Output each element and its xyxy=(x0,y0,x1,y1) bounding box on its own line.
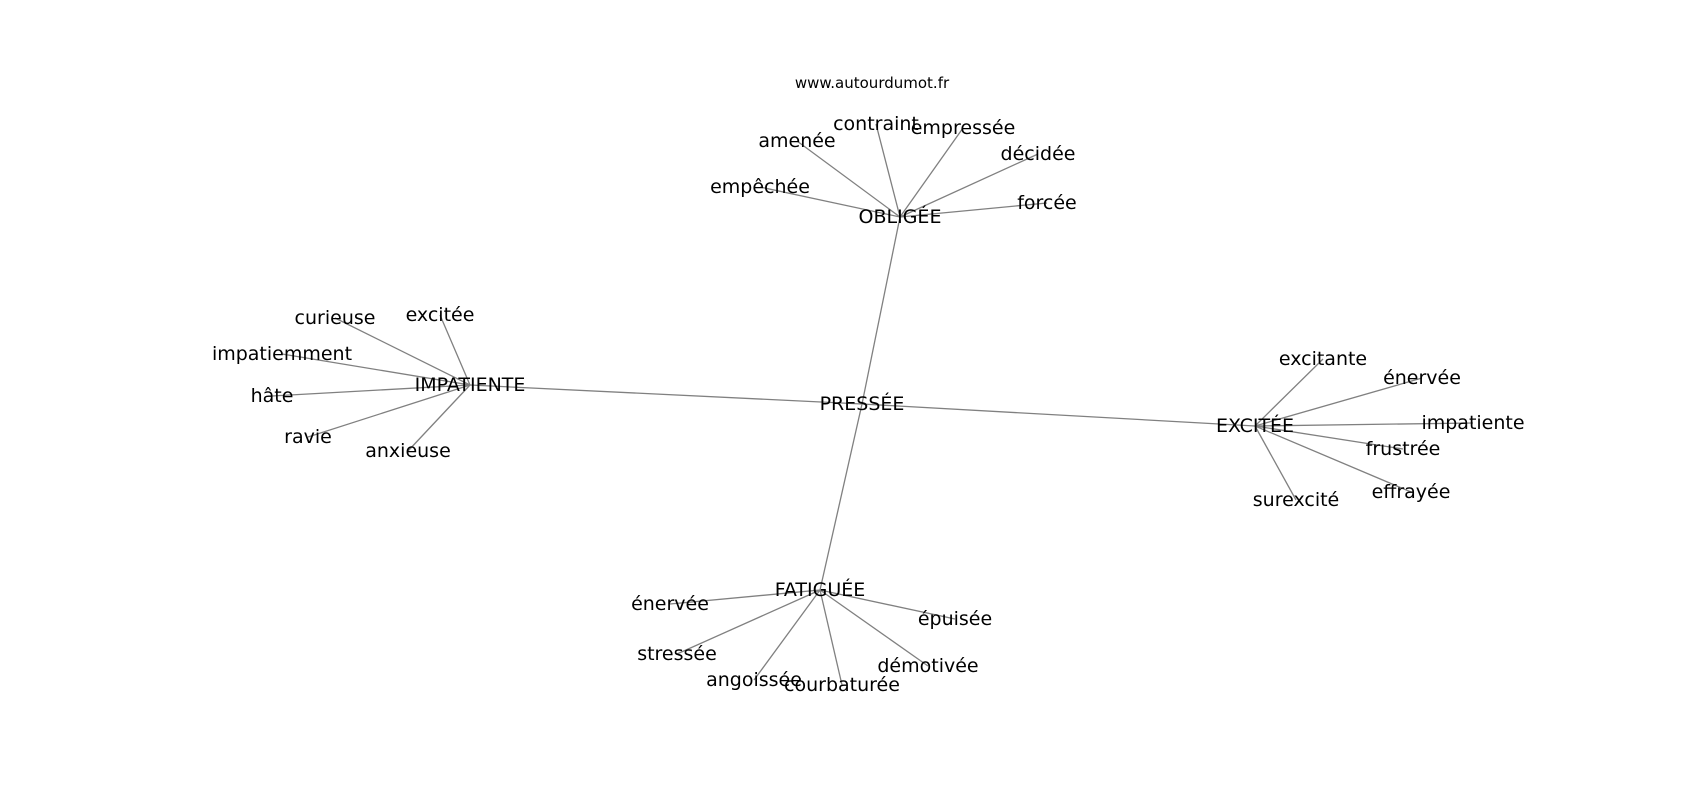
edge-fatiguee-leaf-3 xyxy=(819,589,929,667)
edge-center-impatiente xyxy=(469,384,863,405)
edge-center-fatiguee xyxy=(819,403,863,591)
leaf-node-obligee-3[interactable]: décidée xyxy=(1001,143,1076,165)
leaf-node-impatiente-0[interactable]: curieuse xyxy=(295,307,376,329)
edge-excitee-leaf-2 xyxy=(1254,422,1474,427)
leaf-node-fatiguee-0[interactable]: énervée xyxy=(631,593,709,615)
leaf-node-impatiente-2[interactable]: impatiemment xyxy=(212,343,352,365)
edges-layer xyxy=(271,123,1474,686)
leaf-node-fatiguee-4[interactable]: angoissée xyxy=(706,669,802,691)
leaf-node-obligee-5[interactable]: forcée xyxy=(1017,192,1077,214)
edge-obligee-leaf-5 xyxy=(899,202,1048,218)
edge-obligee-leaf-3 xyxy=(899,153,1039,218)
leaf-node-impatiente-4[interactable]: ravie xyxy=(284,426,332,448)
leaf-node-excitee-4[interactable]: effrayée xyxy=(1372,481,1451,503)
leaf-node-impatiente-3[interactable]: hâte xyxy=(251,385,294,407)
leaf-node-excitee-2[interactable]: impatiente xyxy=(1421,412,1524,434)
site-watermark[interactable]: www.autourdumot.fr xyxy=(795,74,950,92)
leaf-node-fatiguee-5[interactable]: courbaturée xyxy=(784,674,900,696)
edge-excitee-leaf-0 xyxy=(1254,358,1324,427)
leaf-node-excitee-1[interactable]: énervée xyxy=(1383,367,1461,389)
leaf-node-obligee-4[interactable]: empêchée xyxy=(710,176,810,198)
edge-obligee-leaf-2 xyxy=(796,140,901,218)
leaf-node-excitee-3[interactable]: frustrée xyxy=(1366,438,1441,460)
leaf-node-excitee-0[interactable]: excitante xyxy=(1279,348,1367,370)
leaf-node-impatiente-5[interactable]: anxieuse xyxy=(365,440,451,462)
edge-obligee-leaf-4 xyxy=(759,186,901,218)
hub-node-excitee[interactable]: EXCITÉE xyxy=(1216,414,1294,437)
edge-excitee-leaf-3 xyxy=(1254,425,1404,450)
edge-excitee-leaf-5 xyxy=(1254,425,1297,501)
labels-layer: www.autourdumot.fr PRESSÉE OBLIGÉE contra… xyxy=(212,74,1525,696)
edge-center-obligee xyxy=(861,216,901,405)
hub-node-impatiente[interactable]: IMPATIENTE xyxy=(415,374,526,396)
leaf-node-obligee-1[interactable]: empressée xyxy=(911,117,1016,139)
edge-impatiente-leaf-1 xyxy=(439,314,471,386)
edge-excitee-leaf-4 xyxy=(1254,425,1412,493)
hub-node-obligee[interactable]: OBLIGÉE xyxy=(859,205,942,228)
edge-impatiente-leaf-5 xyxy=(407,384,471,452)
leaf-node-impatiente-1[interactable]: excitée xyxy=(406,304,475,326)
edge-fatiguee-leaf-5 xyxy=(819,589,843,686)
edge-obligee-leaf-1 xyxy=(899,127,964,218)
edge-impatiente-leaf-2 xyxy=(281,353,471,386)
edge-fatiguee-leaf-2 xyxy=(676,589,821,655)
edge-excitee-leaf-1 xyxy=(1254,377,1423,427)
center-node-label[interactable]: PRESSÉE xyxy=(820,392,905,415)
edge-fatiguee-leaf-1 xyxy=(819,589,956,620)
edge-obligee-leaf-0 xyxy=(875,123,901,218)
edge-impatiente-leaf-4 xyxy=(307,384,471,438)
leaf-node-excitee-5[interactable]: surexcité xyxy=(1253,489,1339,511)
edge-fatiguee-leaf-4 xyxy=(753,589,821,681)
edge-impatiente-leaf-0 xyxy=(334,317,471,386)
edge-impatiente-leaf-3 xyxy=(271,384,471,397)
leaf-node-fatiguee-2[interactable]: stressée xyxy=(637,643,717,665)
leaf-node-fatiguee-1[interactable]: épuisée xyxy=(918,608,992,630)
leaf-node-obligee-0[interactable]: contraint xyxy=(833,113,919,135)
leaf-node-obligee-2[interactable]: amenée xyxy=(758,130,835,152)
hub-node-fatiguee[interactable]: FATIGUÉE xyxy=(775,578,866,601)
leaf-node-fatiguee-3[interactable]: démotivée xyxy=(877,655,978,677)
edge-fatiguee-leaf-0 xyxy=(669,589,821,605)
edge-center-excitee xyxy=(861,403,1256,427)
